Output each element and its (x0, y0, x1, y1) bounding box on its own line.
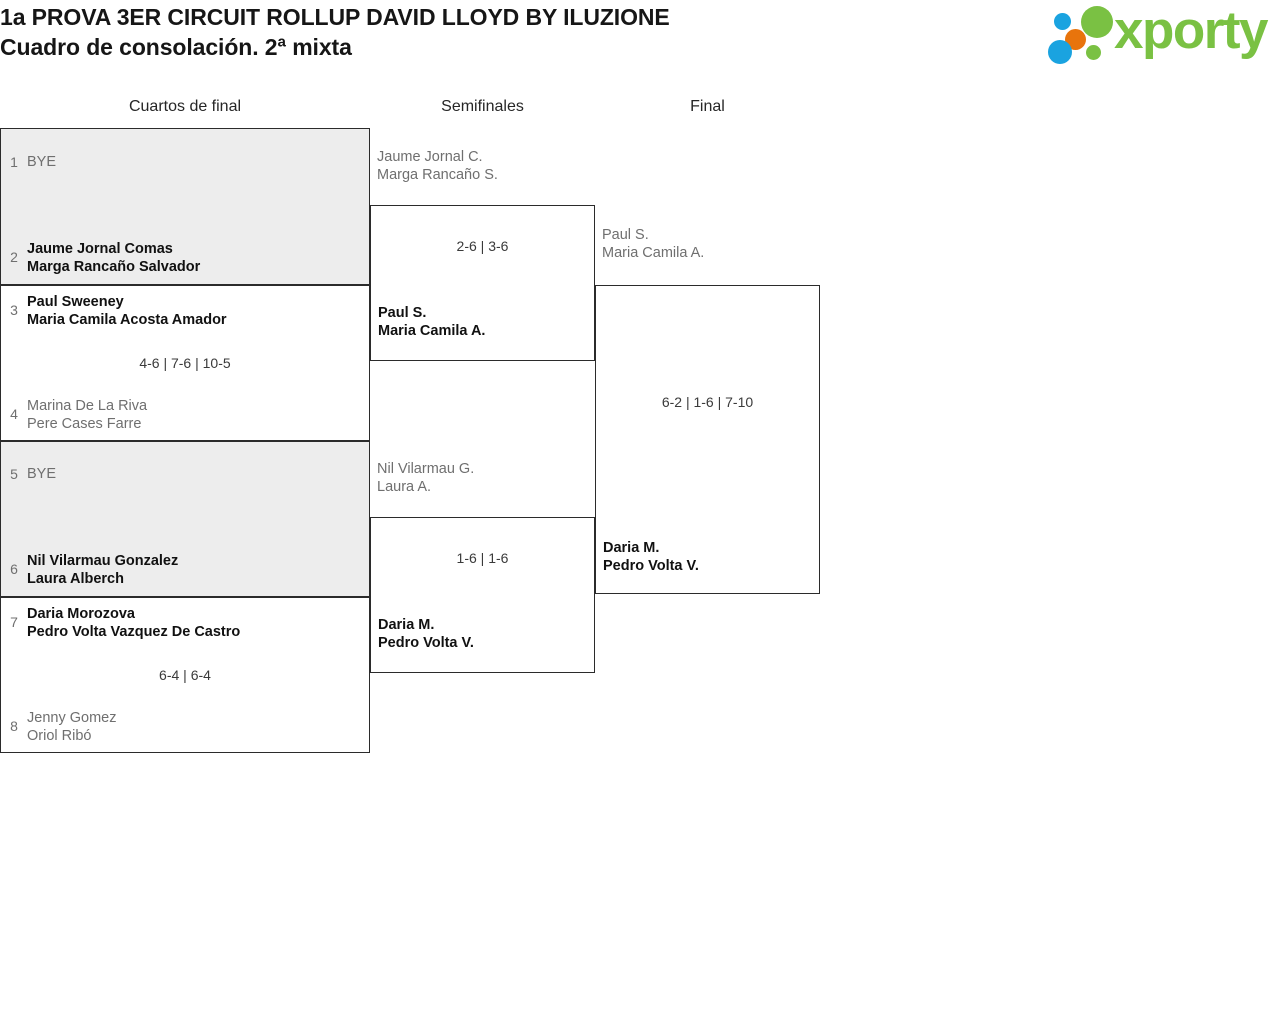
logo-dot-green-small (1086, 45, 1101, 60)
final-bottom-player-names[interactable]: Daria M. Pedro Volta V. (603, 540, 699, 574)
page-title-line-1: 1a PROVA 3ER CIRCUIT ROLLUP DAVID LLOYD … (0, 4, 670, 30)
logo-wordmark: xporty (1114, 1, 1268, 60)
semifinal-2-top-player-names[interactable]: Nil Vilarmau G. Laura A. (377, 461, 475, 495)
seed-number: 8 (10, 718, 18, 734)
match-slot-bottom[interactable]: 4 Marina De La Riva Pere Cases Farre (1, 396, 369, 433)
seed-number: 1 (10, 154, 18, 170)
match-slot-bottom[interactable]: 6 Nil Vilarmau Gonzalez Laura Alberch (1, 551, 369, 588)
semifinal-1-bottom-player-names[interactable]: Paul S. Maria Camila A. (378, 305, 486, 339)
player-names: Daria Morozova Pedro Volta Vazquez De Ca… (27, 606, 241, 640)
seed-number: 6 (10, 561, 18, 577)
logo-dot-blue-large (1048, 40, 1072, 64)
logo-dot-orange (1065, 29, 1086, 50)
match-score: 1-6 | 1-6 (456, 550, 509, 566)
match-score: 4-6 | 7-6 | 10-5 (139, 355, 231, 371)
player-names: BYE (27, 466, 57, 482)
xporty-logo[interactable]: xporty (1048, 1, 1274, 64)
match-slot-top[interactable]: 1 BYE (1, 143, 369, 171)
semifinal-1-top-player-names[interactable]: Jaume Jornal C. Marga Rancaño S. (377, 149, 498, 183)
match-quarterfinal-3[interactable]: 5 BYE 6 Nil Vilarmau Gonzalez Laura Albe… (0, 441, 370, 597)
match-slot-top[interactable]: 7 Daria Morozova Pedro Volta Vazquez De … (1, 604, 369, 641)
match-slot-top[interactable]: 5 BYE (1, 455, 369, 483)
match-slot-bottom[interactable]: 2 Jaume Jornal Comas Marga Rancaño Salva… (1, 239, 369, 276)
player-names: Nil Vilarmau Gonzalez Laura Alberch (27, 553, 179, 587)
match-quarterfinal-4[interactable]: 7 Daria Morozova Pedro Volta Vazquez De … (0, 597, 370, 753)
seed-number: 4 (10, 406, 18, 422)
seed-number: 2 (10, 249, 18, 265)
match-slot-bottom[interactable]: 8 Jenny Gomez Oriol Ribó (1, 708, 369, 745)
player-names: Paul Sweeney Maria Camila Acosta Amador (27, 294, 227, 328)
match-quarterfinal-1[interactable]: 1 BYE 2 Jaume Jornal Comas Marga Rancaño… (0, 128, 370, 285)
match-score: 6-2 | 1-6 | 7-10 (661, 394, 754, 410)
round-header-quarterfinals: Cuartos de final (128, 98, 242, 115)
player-names: Jenny Gomez Oriol Ribó (27, 710, 117, 744)
match-score: 2-6 | 3-6 (456, 238, 509, 254)
match-quarterfinal-2[interactable]: 3 Paul Sweeney Maria Camila Acosta Amado… (0, 285, 370, 441)
match-slot-top[interactable]: 3 Paul Sweeney Maria Camila Acosta Amado… (1, 292, 369, 329)
match-score: 6-4 | 6-4 (159, 667, 211, 683)
round-header-final: Final (690, 98, 725, 115)
player-names: Jaume Jornal Comas Marga Rancaño Salvado… (27, 241, 201, 275)
player-names: BYE (27, 154, 57, 170)
match-semifinal-2[interactable]: 1-6 | 1-6 Daria M. Pedro Volta V. (370, 517, 595, 673)
seed-number: 3 (10, 302, 18, 318)
player-names: Marina De La Riva Pere Cases Farre (27, 398, 148, 432)
title-block: 1a PROVA 3ER CIRCUIT ROLLUP DAVID LLOYD … (0, 2, 1000, 62)
round-header-semifinals: Semifinales (441, 98, 524, 115)
semifinal-2-bottom-player-names[interactable]: Daria M. Pedro Volta V. (378, 617, 474, 651)
page-header: 1a PROVA 3ER CIRCUIT ROLLUP DAVID LLOYD … (0, 0, 1280, 90)
match-semifinal-1[interactable]: 2-6 | 3-6 Paul S. Maria Camila A. (370, 205, 595, 361)
match-final[interactable]: 6-2 | 1-6 | 7-10 Daria M. Pedro Volta V. (595, 285, 820, 594)
final-top-player-names[interactable]: Paul S. Maria Camila A. (602, 227, 705, 261)
logo-dot-blue-small (1054, 13, 1071, 30)
seed-number: 5 (10, 466, 18, 482)
seed-number: 7 (10, 614, 18, 630)
logo-dot-green-large (1081, 6, 1113, 38)
page-title-line-2: Cuadro de consolación. 2ª mixta (0, 34, 352, 60)
